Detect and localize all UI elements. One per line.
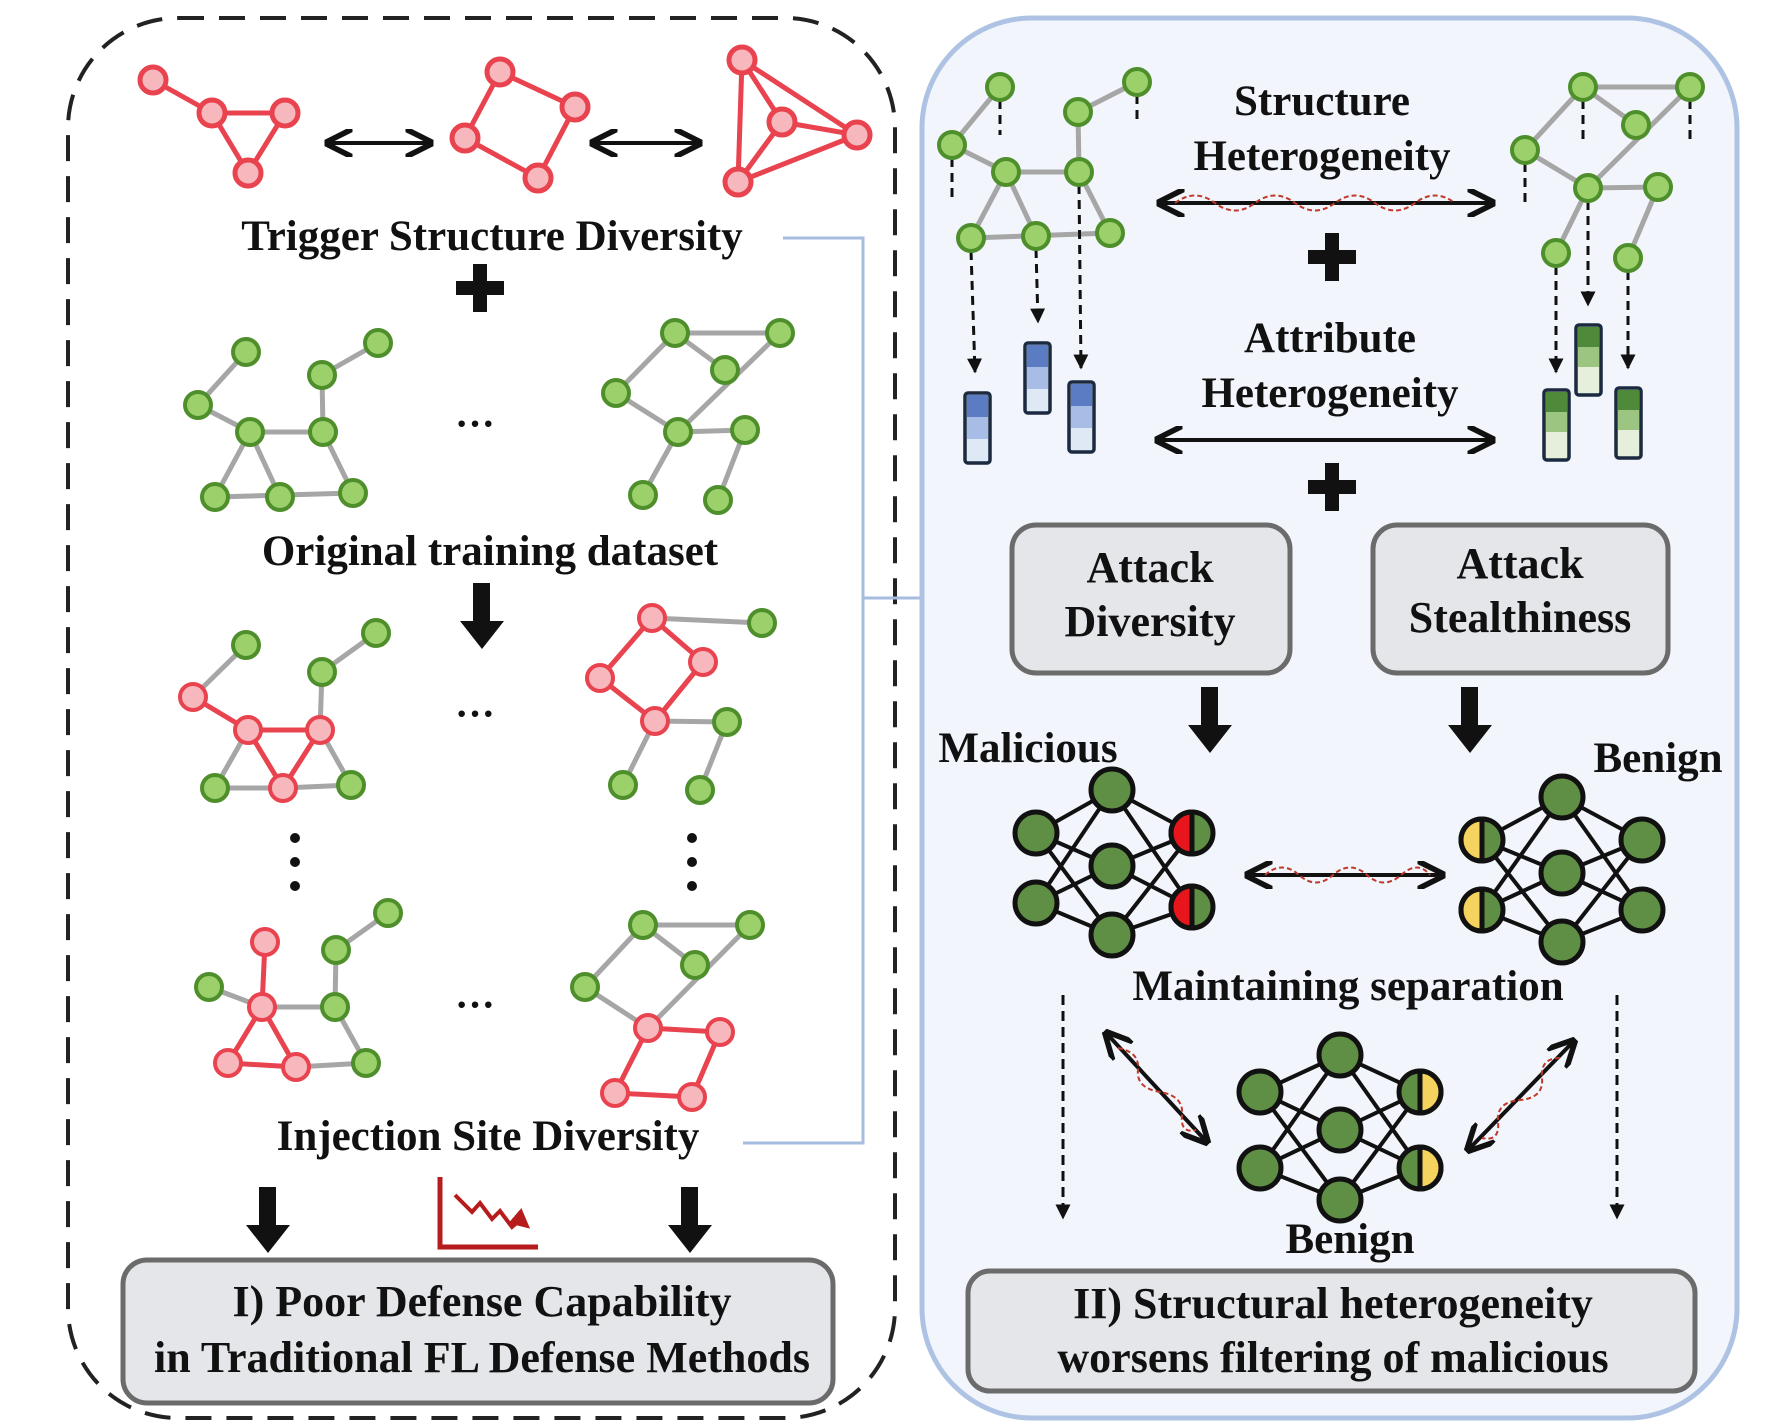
attack-diversity-line1: Attack (1086, 543, 1214, 592)
benign-label-bottom: Benign (1285, 1216, 1414, 1263)
benign-label-top: Benign (1593, 735, 1722, 782)
separation-label: Maintaining separation (1132, 963, 1563, 1010)
malicious-network (1012, 766, 1216, 959)
structure-graph-left (937, 67, 1152, 465)
attribute-vectors-green (1542, 323, 1643, 462)
poisoned-graph-4 (570, 910, 765, 1112)
trigger-graph-triangle (137, 64, 301, 189)
left-conclusion-line2: in Traditional FL Defense Methods (154, 1333, 810, 1382)
wavy-line (1264, 866, 1431, 884)
diagonal-double-arrow (1108, 1035, 1205, 1140)
left-conclusion-box (120, 1257, 836, 1406)
down-arrow-icon (1448, 687, 1492, 753)
attack-diversity-box (1009, 522, 1293, 676)
structure-label-line1: Structure (1234, 78, 1410, 125)
poisoned-graph-2 (585, 603, 777, 805)
ellipsis: ··· (455, 401, 495, 446)
poisoned-graph-1 (178, 618, 391, 803)
plus-icon (1308, 463, 1356, 511)
decline-chart-icon (437, 1177, 538, 1250)
trigger-graph-square (449, 56, 591, 194)
down-arrow-icon (1188, 687, 1232, 753)
ellipsis: ··· (455, 691, 495, 736)
attack-diversity-line2: Diversity (1064, 597, 1235, 646)
down-arrow-icon (460, 583, 504, 649)
right-conclusion-line1: II) Structural heterogeneity (1073, 1279, 1593, 1328)
left-panel-frame (66, 16, 897, 1420)
ellipsis: ··· (455, 982, 495, 1027)
plus-icon (456, 264, 504, 312)
right-conclusion-box (965, 1268, 1698, 1394)
attribute-label-line1: Attribute (1244, 315, 1416, 362)
trigger-diversity-label: Trigger Structure Diversity (241, 213, 743, 260)
structure-graph-right (1510, 72, 1705, 462)
dataset-graph-1 (183, 328, 393, 512)
injection-diversity-label: Injection Site Diversity (277, 1113, 700, 1160)
structure-label-line2: Heterogeneity (1193, 133, 1451, 180)
plus-icon (1308, 233, 1356, 281)
benign-network-bottom (1236, 1031, 1444, 1224)
down-arrow-icon (668, 1187, 712, 1253)
attribute-vectors-blue (963, 341, 1096, 465)
dataset-label: Original training dataset (262, 528, 719, 575)
trigger-graph-complete (722, 44, 873, 198)
dataset-graph-2 (601, 318, 795, 515)
attack-stealthiness-line1: Attack (1456, 539, 1584, 588)
poisoned-graph-3 (194, 898, 403, 1082)
diagonal-double-arrow (1470, 1043, 1572, 1148)
vertical-ellipsis (290, 833, 697, 891)
benign-network-top (1458, 773, 1666, 966)
down-arrow-icon (246, 1187, 290, 1253)
left-conclusion-line1: I) Poor Defense Capability (232, 1277, 731, 1326)
wavy-line (1117, 1047, 1197, 1132)
attribute-label-line2: Heterogeneity (1201, 370, 1459, 417)
wavy-line (1481, 1057, 1561, 1140)
attack-stealthiness-box (1370, 522, 1671, 676)
right-conclusion-line2: worsens filtering of malicious (1057, 1333, 1608, 1382)
attack-stealthiness-line2: Stealthiness (1409, 593, 1631, 642)
malicious-label: Malicious (938, 725, 1117, 772)
